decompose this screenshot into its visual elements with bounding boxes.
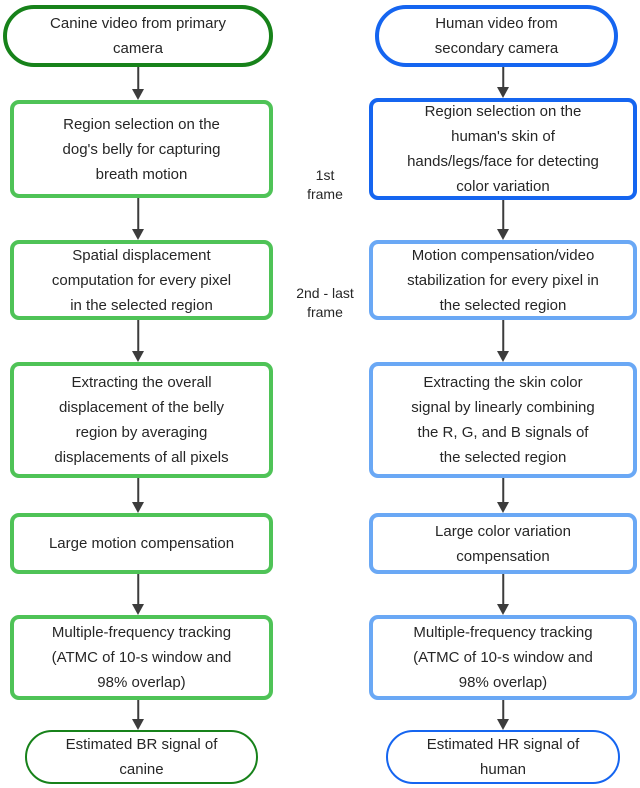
node-human-skin-color-signal[interactable]: Extracting the skin color signal by line…: [369, 362, 637, 478]
node-human-large-color-compensation[interactable]: Large color variation compensation: [369, 513, 637, 574]
node-human-output[interactable]: Estimated HR signal of human: [386, 730, 620, 784]
node-canine-video-source[interactable]: Canine video from primary camera: [3, 5, 273, 67]
node-human-motion-compensation[interactable]: Motion compensation/video stabilization …: [369, 240, 637, 320]
node-canine-large-motion-compensation[interactable]: Large motion compensation: [10, 513, 273, 574]
node-canine-spatial-displacement[interactable]: Spatial displacement computation for eve…: [10, 240, 273, 320]
node-human-video-source[interactable]: Human video from secondary camera: [375, 5, 618, 67]
edge-label-second-last-frame: 2nd - last frame: [296, 285, 354, 320]
node-canine-region-selection[interactable]: Region selection on the dog's belly for …: [10, 100, 273, 198]
node-canine-output[interactable]: Estimated BR signal of canine: [25, 730, 258, 784]
node-canine-multifrequency-tracking[interactable]: Multiple-frequency tracking (ATMC of 10-…: [10, 615, 273, 700]
edge-label-first-frame: 1st frame: [307, 167, 343, 202]
node-human-multifrequency-tracking[interactable]: Multiple-frequency tracking (ATMC of 10-…: [369, 615, 637, 700]
node-human-region-selection[interactable]: Region selection on the human's skin of …: [369, 98, 637, 200]
node-canine-overall-displacement[interactable]: Extracting the overall displacement of t…: [10, 362, 273, 478]
